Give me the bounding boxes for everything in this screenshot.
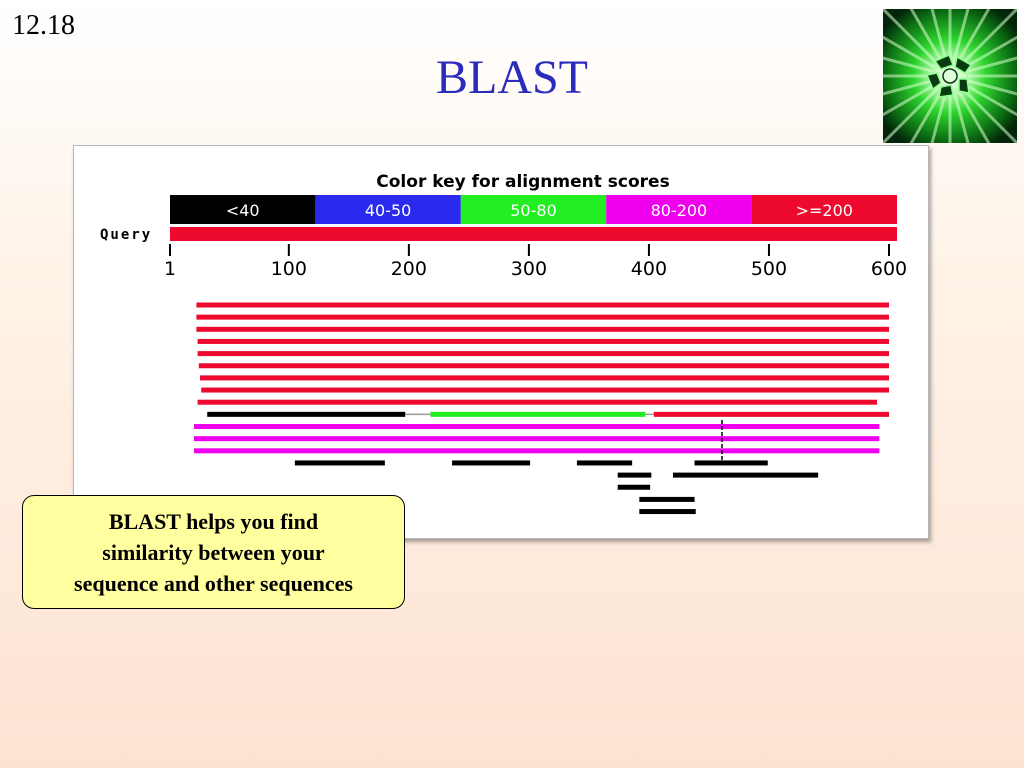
burst-ray [883,87,939,143]
burst-ray [953,92,970,143]
axis-tick-label: 100 [271,258,307,280]
burst-ray [966,56,1017,73]
axis-tick-label: 300 [511,258,547,280]
color-key-swatch [606,195,752,224]
burst-ray [966,79,1017,96]
alignment-hit-segment [194,436,880,442]
query-bar [170,227,897,241]
alignment-hit-segment [197,399,877,405]
alignment-hit-segment [196,302,889,308]
alignment-hit-segment [294,460,385,466]
burst-ray [909,90,943,143]
burst-ray [883,9,939,65]
alignment-hit-segment [430,411,646,417]
alignment-hit-segment [653,411,889,417]
alignment-hit-segment [196,314,889,320]
alignment-hit-segment [672,472,819,478]
alignment-hit-segment [694,460,768,466]
query-label: Query [100,227,152,243]
slide-title: BLAST [435,51,588,104]
color-key-label: >=200 [796,201,853,220]
alignment-hit-segment [197,338,890,344]
alignment-hit-segment [198,363,890,369]
alignment-hit-segment [639,509,696,515]
burst-ray [930,92,947,143]
color-key-title: Color key for alignment scores [376,172,669,192]
alignment-hit-segment [196,326,889,332]
alignment-hit-segment [207,411,406,417]
color-key-label: 50-80 [510,201,557,220]
burst-ray [953,9,970,60]
alignment-hit-segment [405,413,431,416]
axis-tick-label: 1 [164,258,176,280]
green-burst-logo [883,9,1017,143]
alignment-hit-segment [197,351,890,357]
alignment-hit-segment [639,496,695,502]
burst-ray [883,83,936,117]
burst-ray [961,9,1017,65]
alignment-hit-segment [576,460,633,466]
blast-alignment-figure: Color key for alignment scores <40 40-50 5… [73,145,929,539]
explanation-callout: BLAST helps you find similarity between … [22,495,405,609]
color-key-swatch [751,195,897,224]
alignment-hit-segment [452,460,531,466]
burst-ray [883,79,934,96]
color-key-swatch [460,195,607,224]
burst-ray [883,56,934,73]
burst-ray [964,35,1017,69]
alignment-hit-segment [200,375,889,381]
axis-tick-label: 600 [871,258,907,280]
burst-ray [957,90,991,143]
slide-number: 12.18 [12,10,75,41]
axis-tick-label: 200 [391,258,427,280]
color-key-label: 80-200 [651,201,708,220]
burst-ray [964,83,1017,117]
burst-ray [930,9,947,60]
color-key-label: <40 [226,201,260,220]
alignment-hit-segment [617,472,652,478]
axis-tick-label: 500 [751,258,787,280]
alignment-hit-segment [194,448,880,454]
color-key-swatch [315,195,461,224]
alignment-hit-segment [645,413,654,416]
burst-ray [909,9,943,62]
color-key-label: 40-50 [365,201,412,220]
alignment-hit-segment [194,424,880,429]
callout-text: BLAST helps you find similarity between … [74,508,353,596]
burst-ray [961,87,1017,143]
blast-alignment-svg: Color key for alignment scores <40 40-50 5… [100,172,907,515]
alignment-hit-segment [617,484,651,490]
burst-ray [957,9,991,62]
color-key-swatch [170,195,316,224]
alignment-hit-segment [201,387,889,393]
burst-ray [883,35,936,69]
green-burst-logo-graphic [883,9,1017,143]
axis-tick-label: 400 [631,258,667,280]
